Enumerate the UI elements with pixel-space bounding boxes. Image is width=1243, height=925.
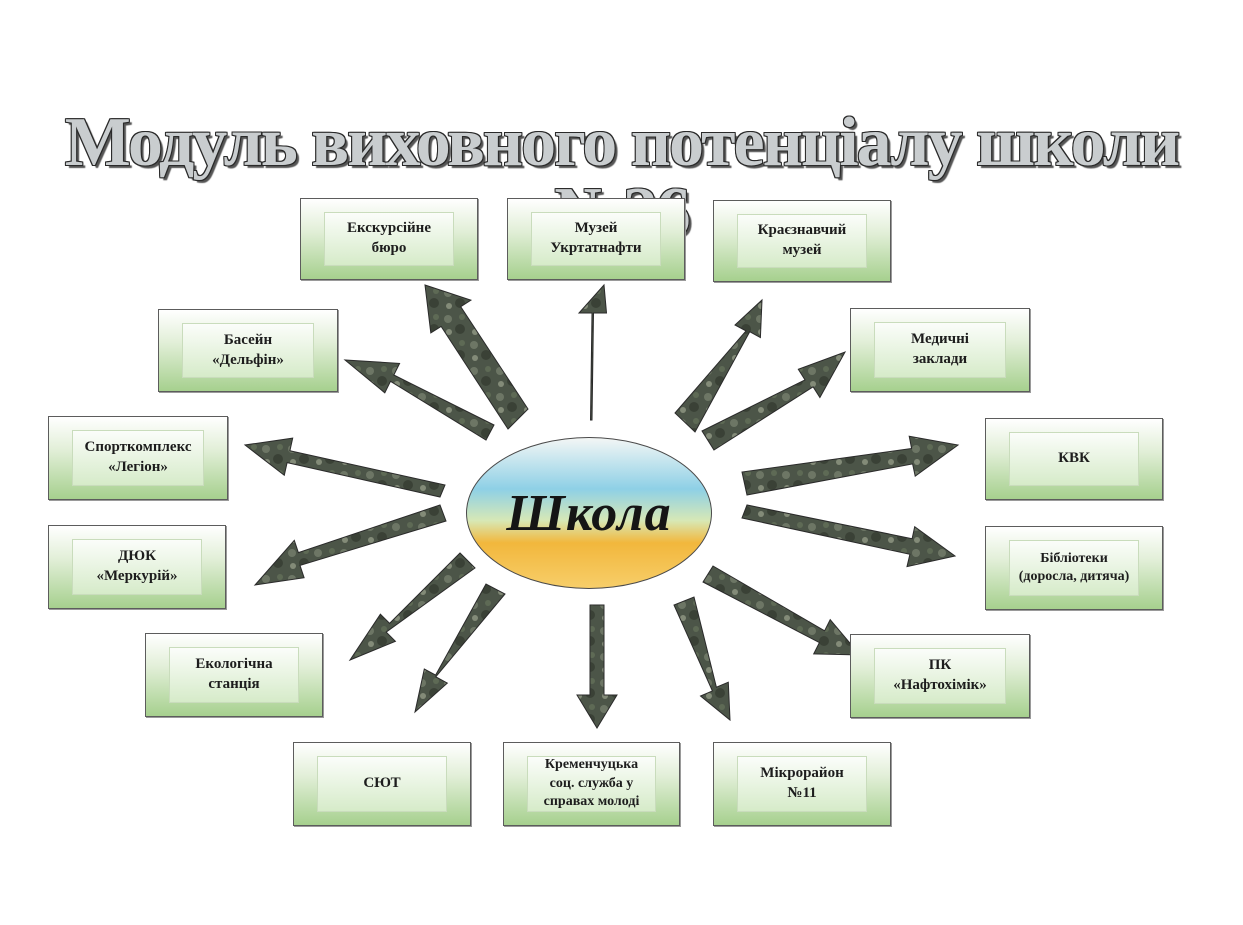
node-label: Басейн «Дельфін»	[212, 331, 284, 368]
center-school-label: Школа	[506, 484, 672, 542]
node-duk-merkuriy: ДЮК «Меркурій»	[48, 525, 226, 609]
arrow-to-local-history-museum	[674, 298, 763, 433]
node-excursion-bureau: Екскурсійне бюро	[300, 198, 478, 280]
node-syut: СЮТ	[293, 742, 471, 826]
arrow-to-medical-institutions	[701, 351, 847, 451]
node-sports-complex-legion: Спорткомплекс «Легіон»	[48, 416, 228, 500]
node-microdistrict-11: Мікрорайон №11	[713, 742, 891, 826]
node-local-history-museum: Краєзнавчий музей	[713, 200, 891, 282]
arrow-to-microdistrict-11	[673, 596, 731, 722]
node-museum-ukrtatnafta: Музей Укртатнафти	[507, 198, 685, 280]
node-label: ПК «Нафтохімік»	[893, 657, 987, 693]
arrow-to-museum-ukrtatnafta	[577, 283, 608, 421]
node-label: Медичні заклади	[911, 331, 969, 367]
node-kremenchuk-social-service: Кременчуцька соц. служба у справах молод…	[503, 742, 680, 826]
arrow-to-excursion-bureau	[424, 284, 529, 430]
node-label: Бібліотеки (доросла, дитяча)	[1018, 550, 1130, 584]
node-kvk: КВК	[985, 418, 1163, 500]
arrow-to-libraries	[741, 504, 957, 568]
node-label: КВК	[1058, 450, 1090, 467]
arrow-to-sports-complex-legion	[243, 437, 446, 498]
node-label: Екскурсійне бюро	[347, 220, 431, 256]
node-label: Краєзнавчий музей	[757, 222, 847, 258]
node-pk-naftokhimik: ПК «Нафтохімік»	[850, 634, 1030, 718]
node-label: ДЮК «Меркурій»	[96, 548, 178, 584]
node-label: Музей Укртатнафти	[550, 220, 642, 256]
node-label: Мікрорайон №11	[760, 765, 844, 801]
node-label: Спорткомплекс «Легіон»	[84, 439, 192, 475]
node-pool-delfin: Басейн «Дельфін»	[158, 309, 338, 392]
center-school-ellipse: Школа	[466, 437, 712, 589]
arrow-to-pool-delfin	[343, 359, 495, 441]
node-label: СЮТ	[363, 775, 401, 792]
arrow-to-ecological-station	[348, 552, 476, 662]
node-medical-institutions: Медичні заклади	[850, 308, 1030, 392]
node-ecological-station: Екологічна станція	[145, 633, 323, 717]
arrow-to-kvk	[741, 435, 960, 496]
arrow-to-pk-naftokhimik	[702, 565, 862, 656]
arrow-to-duk-merkuriy	[253, 504, 447, 586]
node-label: Кременчуцька соц. служба у справах молод…	[543, 757, 640, 810]
node-label: Екологічна станція	[195, 656, 273, 692]
arrow-to-syut	[414, 583, 506, 714]
arrow-to-kremenchuk-social-service	[576, 604, 618, 729]
node-libraries: Бібліотеки (доросла, дитяча)	[985, 526, 1163, 610]
